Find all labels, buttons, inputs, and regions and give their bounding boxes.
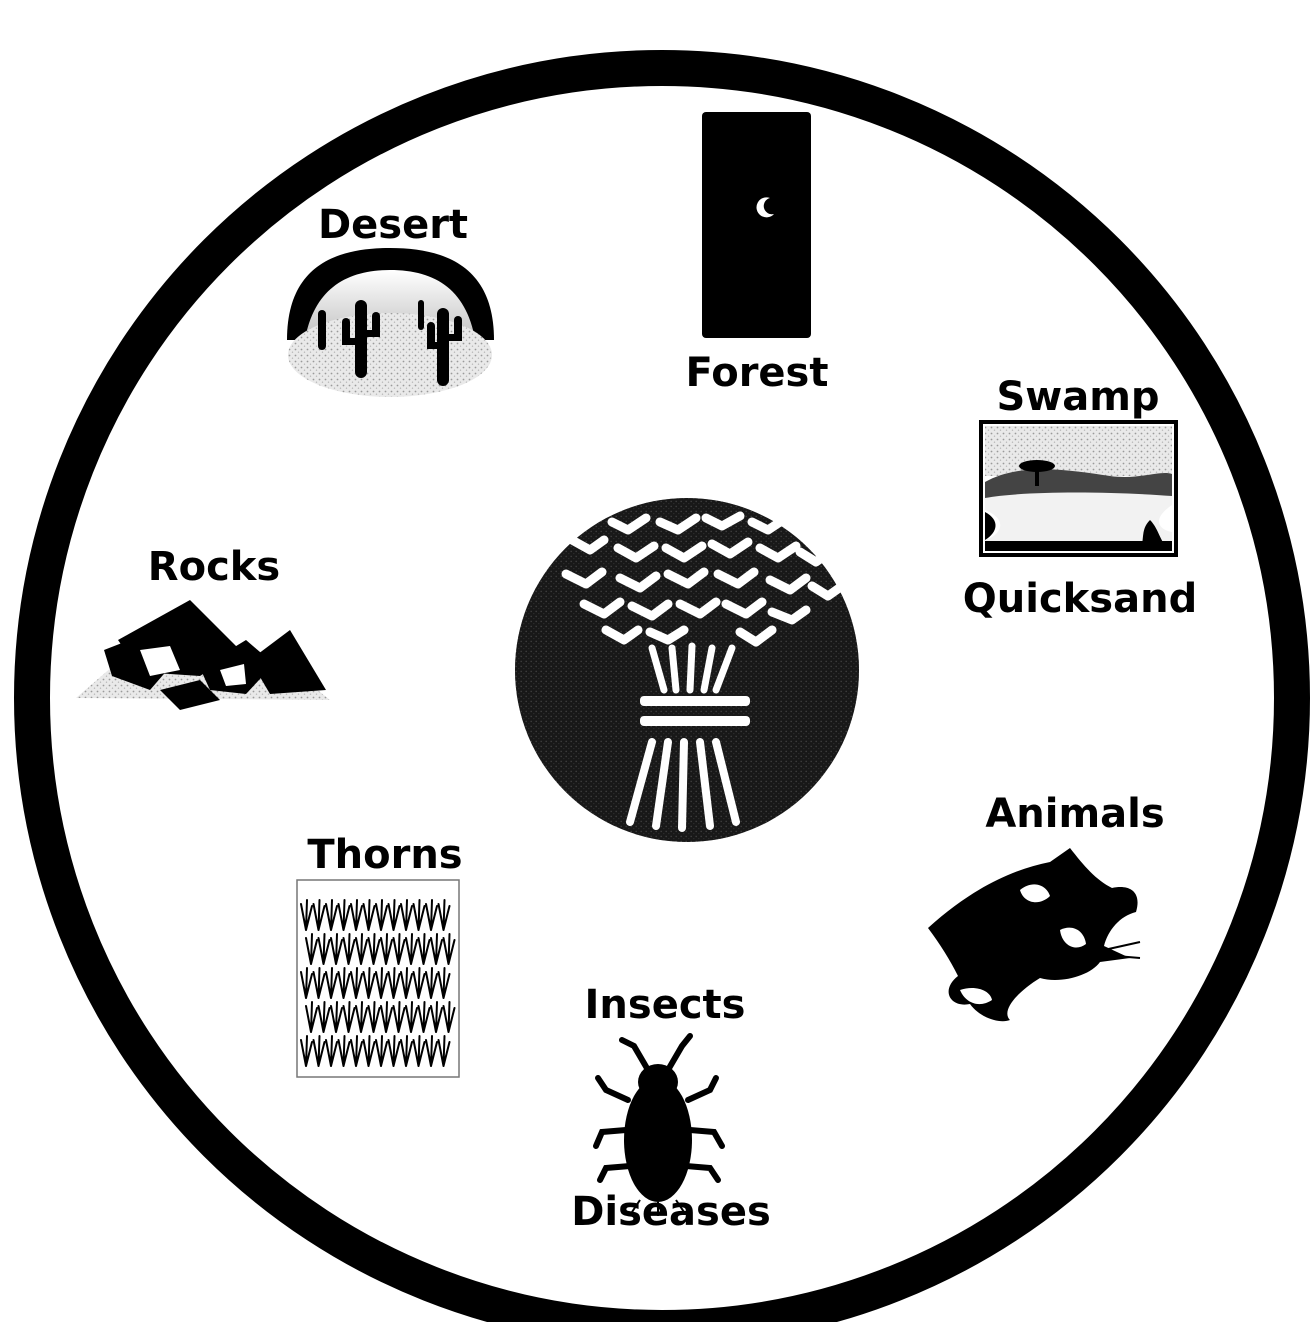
swamp-label: Swamp — [996, 374, 1159, 420]
forest-label: Forest — [686, 350, 829, 396]
forest-night-icon — [702, 112, 811, 338]
swamp-scene-icon — [981, 422, 1176, 555]
desert-label: Desert — [318, 202, 468, 248]
animals-label: Animals — [985, 791, 1164, 837]
desert-cactus-icon — [287, 248, 494, 397]
thorns-label: Thorns — [307, 832, 462, 878]
diseases-label: Diseases — [571, 1189, 771, 1235]
thorns-grass-icon — [297, 880, 459, 1077]
insects-label: Insects — [585, 982, 746, 1028]
rocks-label: Rocks — [148, 544, 280, 590]
wheat-sheaf-icon — [515, 498, 859, 842]
quicksand-label: Quicksand — [963, 576, 1197, 622]
